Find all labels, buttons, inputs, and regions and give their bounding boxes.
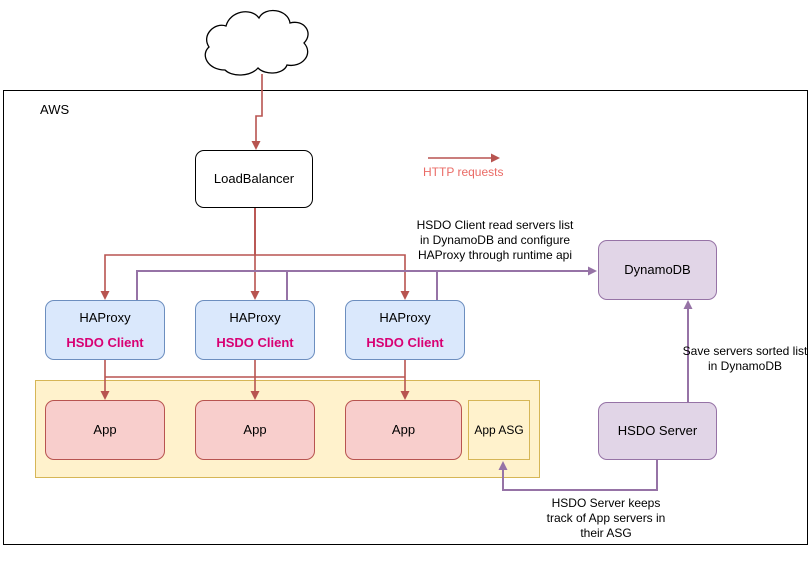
- node-haproxy-2: HAProxy HSDO Client: [195, 300, 315, 360]
- node-hsdo-server: HSDO Server: [598, 402, 717, 460]
- dynamodb-label: DynamoDB: [624, 262, 691, 278]
- node-dynamodb: DynamoDB: [598, 240, 717, 300]
- loadbalancer-label: LoadBalancer: [213, 171, 295, 187]
- node-app-asg: App ASG: [468, 400, 530, 460]
- internet-cloud-icon: [204, 9, 309, 76]
- node-haproxy-3: HAProxy HSDO Client: [345, 300, 465, 360]
- aws-label: AWS: [40, 102, 70, 117]
- node-app-3: App: [345, 400, 462, 460]
- http-requests-legend-label: HTTP requests: [423, 165, 504, 179]
- hsdo-client-label: HSDO Client: [66, 334, 144, 350]
- hsdo-client-label: HSDO Client: [366, 334, 444, 350]
- annotation-client-reads: HSDO Client read servers list in DynamoD…: [416, 218, 574, 262]
- annotation-server-keeps: HSDO Server keeps track of App servers i…: [546, 496, 666, 540]
- node-app-1: App: [45, 400, 165, 460]
- hsdo-client-label: HSDO Client: [216, 334, 294, 350]
- haproxy-title: HAProxy: [379, 310, 431, 325]
- node-haproxy-1: HAProxy HSDO Client: [45, 300, 165, 360]
- hsdo-server-label: HSDO Server: [617, 423, 698, 439]
- app-label: App: [243, 422, 267, 438]
- app-label: App: [391, 422, 416, 438]
- node-loadbalancer: LoadBalancer: [195, 150, 313, 208]
- haproxy-title: HAProxy: [79, 310, 131, 325]
- aws-container: [3, 90, 808, 545]
- node-app-2: App: [195, 400, 315, 460]
- app-asg-label: App ASG: [474, 422, 524, 437]
- app-label: App: [93, 422, 117, 438]
- haproxy-title: HAProxy: [229, 310, 281, 325]
- annotation-save-list: Save servers sorted list in DynamoDB: [682, 344, 808, 373]
